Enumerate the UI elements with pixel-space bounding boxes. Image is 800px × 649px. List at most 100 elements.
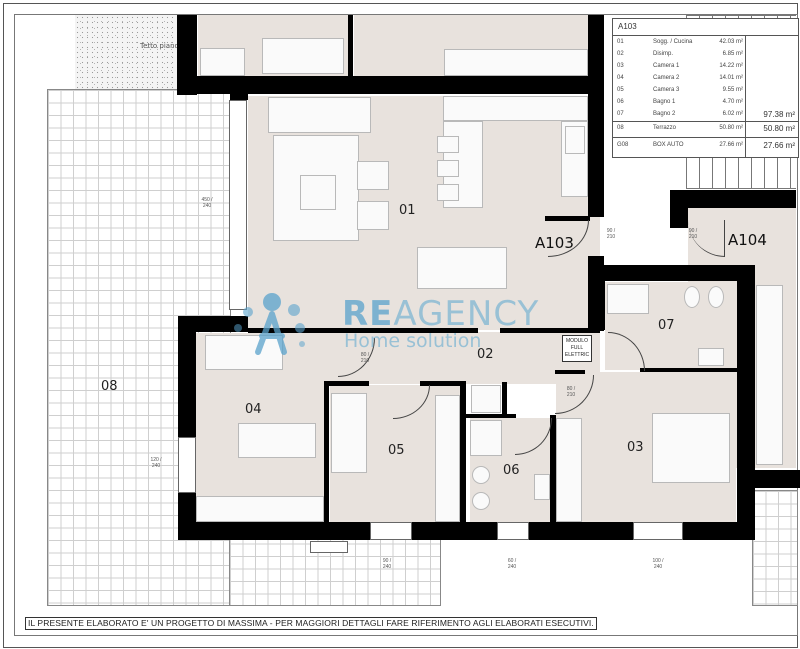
- window-03: [633, 522, 683, 540]
- wall: [177, 15, 197, 95]
- upper-desk: [200, 48, 245, 76]
- window-06: [497, 522, 529, 540]
- area-table-col-divider: [745, 35, 746, 157]
- dim-window-03: 100 / 240: [652, 558, 664, 570]
- bidet-06: [472, 492, 490, 510]
- bar-stool: [437, 184, 459, 201]
- armchair: [357, 161, 389, 190]
- radiator: [310, 541, 348, 553]
- apartment-label-a103: A103: [535, 234, 574, 252]
- watermark-tagline: Home solution: [344, 330, 482, 352]
- wall: [230, 90, 248, 100]
- wardrobe-04: [196, 496, 324, 522]
- wall: [640, 368, 737, 372]
- wall: [600, 280, 605, 330]
- wall: [737, 265, 755, 540]
- wall: [545, 216, 590, 221]
- room-label-04: 04: [245, 402, 262, 417]
- room-label-06: 06: [503, 463, 520, 478]
- a104-kitchen: [756, 285, 783, 465]
- window-04: [178, 437, 196, 493]
- wall: [420, 381, 465, 386]
- sofa: [268, 97, 371, 133]
- sink-06: [534, 474, 550, 500]
- dim-living-window: 450 / 240: [201, 197, 213, 209]
- dining-table: [417, 247, 507, 289]
- wall: [348, 15, 353, 77]
- bed-05: [331, 393, 367, 473]
- area-table-divider: [613, 121, 798, 122]
- shower-07: [607, 284, 649, 314]
- toilet-06: [472, 466, 490, 484]
- window-living: [229, 100, 247, 310]
- wall: [466, 414, 516, 418]
- drawing-inner-frame: [14, 14, 798, 636]
- area-table-title: A103: [618, 22, 637, 31]
- shower-06: [470, 420, 502, 456]
- wall: [737, 470, 800, 488]
- dim-window-04: 120 / 240: [150, 457, 162, 469]
- wall: [177, 76, 602, 94]
- dim-door-04: 80 / 210: [360, 352, 370, 364]
- washing-machine: [471, 385, 501, 413]
- electrical-module: MODULO FULL ELETTRIC: [562, 335, 592, 362]
- wall: [324, 381, 329, 523]
- wall: [178, 522, 755, 540]
- upper-bed: [262, 38, 344, 74]
- wall: [324, 381, 369, 386]
- wall: [248, 328, 478, 333]
- apartment-label-a104: A104: [728, 231, 767, 249]
- wall: [550, 415, 556, 523]
- wardrobe-05: [435, 395, 460, 522]
- wardrobe-03: [556, 418, 582, 522]
- agency-logo-icon: [234, 293, 305, 355]
- wall: [670, 190, 688, 228]
- dim-entry-a104: 90 / 210: [688, 228, 698, 240]
- dim-window-06: 60 / 240: [507, 558, 517, 570]
- electrical-module-label: MODULO FULL ELETTRIC: [564, 338, 590, 358]
- dim-window-05: 90 / 240: [382, 558, 392, 570]
- area-table-divider: [613, 137, 798, 138]
- window-05: [370, 522, 412, 540]
- bed-04b: [238, 423, 316, 458]
- watermark: REAGENCY Home solution: [232, 290, 572, 360]
- dim-entry-a103: 90 / 210: [606, 228, 616, 240]
- bidet-07: [684, 286, 700, 308]
- bed-04a: [205, 335, 283, 370]
- flat-roof: [75, 15, 177, 89]
- wall: [460, 381, 466, 523]
- wall: [588, 15, 604, 217]
- wall: [500, 328, 600, 333]
- bed-03: [652, 413, 730, 483]
- coffee-table: [300, 175, 336, 210]
- terrace-right: [752, 490, 798, 606]
- area-table-divider: [613, 35, 798, 36]
- wall: [178, 316, 196, 440]
- watermark-brand: REAGENCY: [342, 294, 540, 334]
- disclaimer: IL PRESENTE ELABORATO E' UN PROGETTO DI …: [25, 617, 597, 630]
- toilet-07: [708, 286, 724, 308]
- wall: [670, 190, 796, 208]
- room-label-08: 08: [101, 379, 118, 394]
- wall: [178, 316, 248, 332]
- roof-label: Tetto piano: [140, 42, 179, 50]
- wall: [555, 370, 585, 374]
- bar-stool: [437, 160, 459, 177]
- cooktop: [565, 126, 585, 154]
- kitchen-counter: [443, 96, 588, 121]
- wall: [600, 265, 755, 281]
- upper-kitchen: [444, 49, 588, 76]
- room-label-01: 01: [399, 203, 416, 218]
- bar-stool: [437, 136, 459, 153]
- sink-07: [698, 348, 724, 366]
